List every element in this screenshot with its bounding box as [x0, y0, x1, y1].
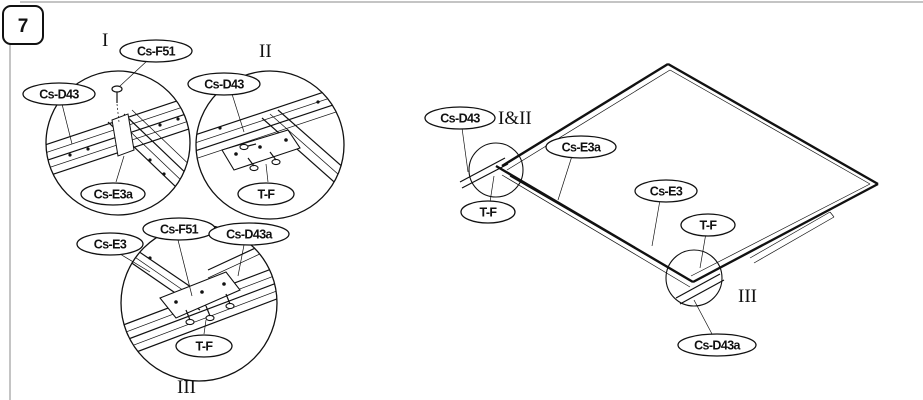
screw-icon [185, 309, 195, 326]
svg-text:T-F: T-F [700, 219, 718, 233]
svg-text:Cs-F51: Cs-F51 [160, 223, 199, 237]
svg-text:Cs-E3: Cs-E3 [94, 238, 127, 252]
label-cs-e3a: Cs-E3a [80, 182, 146, 206]
screw-icon [205, 305, 215, 322]
detail-two: II Cs-D43 T-F [187, 41, 345, 220]
label-overview-cs-e3: Cs-E3 [634, 179, 698, 203]
svg-text:Cs-E3: Cs-E3 [650, 185, 683, 199]
detail-one: I Cs-F51 Cs-D43 Cs-E3a [22, 30, 193, 216]
svg-text:Cs-D43a: Cs-D43a [226, 228, 273, 242]
frame-overview: Cs-D43 I&II Cs-E3a T-F Cs-E3 T-F III Cs-… [424, 62, 879, 357]
label-cs-e3-detail-three: Cs-E3 [76, 232, 144, 256]
detail-two-numeral: II [259, 41, 272, 62]
label-cs-f51: Cs-F51 [119, 39, 193, 63]
screw-icon [239, 143, 257, 151]
label-cs-d43-detail-two: Cs-D43 [187, 72, 261, 96]
detail-three: Cs-E3 Cs-F51 Cs-D43a T-F III [76, 217, 290, 398]
screw-icon [111, 85, 123, 103]
label-overview-cs-d43: Cs-D43 [424, 106, 496, 130]
svg-text:Cs-E3a: Cs-E3a [94, 188, 134, 202]
svg-text:T-F: T-F [258, 188, 276, 202]
svg-text:T-F: T-F [196, 340, 214, 354]
label-overview-cs-e3a: Cs-E3a [545, 135, 617, 159]
label-overview-cs-d43a: Cs-D43a [677, 333, 757, 357]
svg-text:Cs-D43: Cs-D43 [204, 78, 244, 92]
overview-numeral-i-ii: I&II [498, 108, 532, 129]
label-cs-d43a-detail-three: Cs-D43a [208, 222, 290, 246]
overview-numeral-iii: III [738, 286, 757, 307]
label-t-f-detail-two: T-F [237, 182, 295, 206]
label-overview-t-f-right: T-F [680, 213, 736, 237]
svg-text:Cs-D43: Cs-D43 [39, 88, 79, 102]
screw-icon [225, 293, 235, 310]
label-t-f-detail-three: T-F [175, 334, 233, 358]
label-cs-d43: Cs-D43 [22, 82, 96, 106]
step-badge: 7 [2, 5, 44, 45]
step-number: 7 [18, 16, 29, 37]
detail-one-numeral: I [102, 30, 108, 51]
svg-text:Cs-E3a: Cs-E3a [562, 141, 602, 155]
screw-icon [247, 157, 259, 172]
svg-text:Cs-F51: Cs-F51 [137, 45, 176, 59]
screw-icon [269, 151, 281, 166]
svg-text:T-F: T-F [480, 206, 498, 220]
label-cs-f51-detail-three: Cs-F51 [142, 217, 216, 241]
svg-text:Cs-D43: Cs-D43 [440, 112, 480, 126]
svg-text:Cs-D43a: Cs-D43a [694, 339, 741, 353]
detail-three-numeral: III [177, 377, 196, 398]
label-overview-t-f-left: T-F [460, 200, 516, 224]
page-frame [9, 1, 923, 400]
